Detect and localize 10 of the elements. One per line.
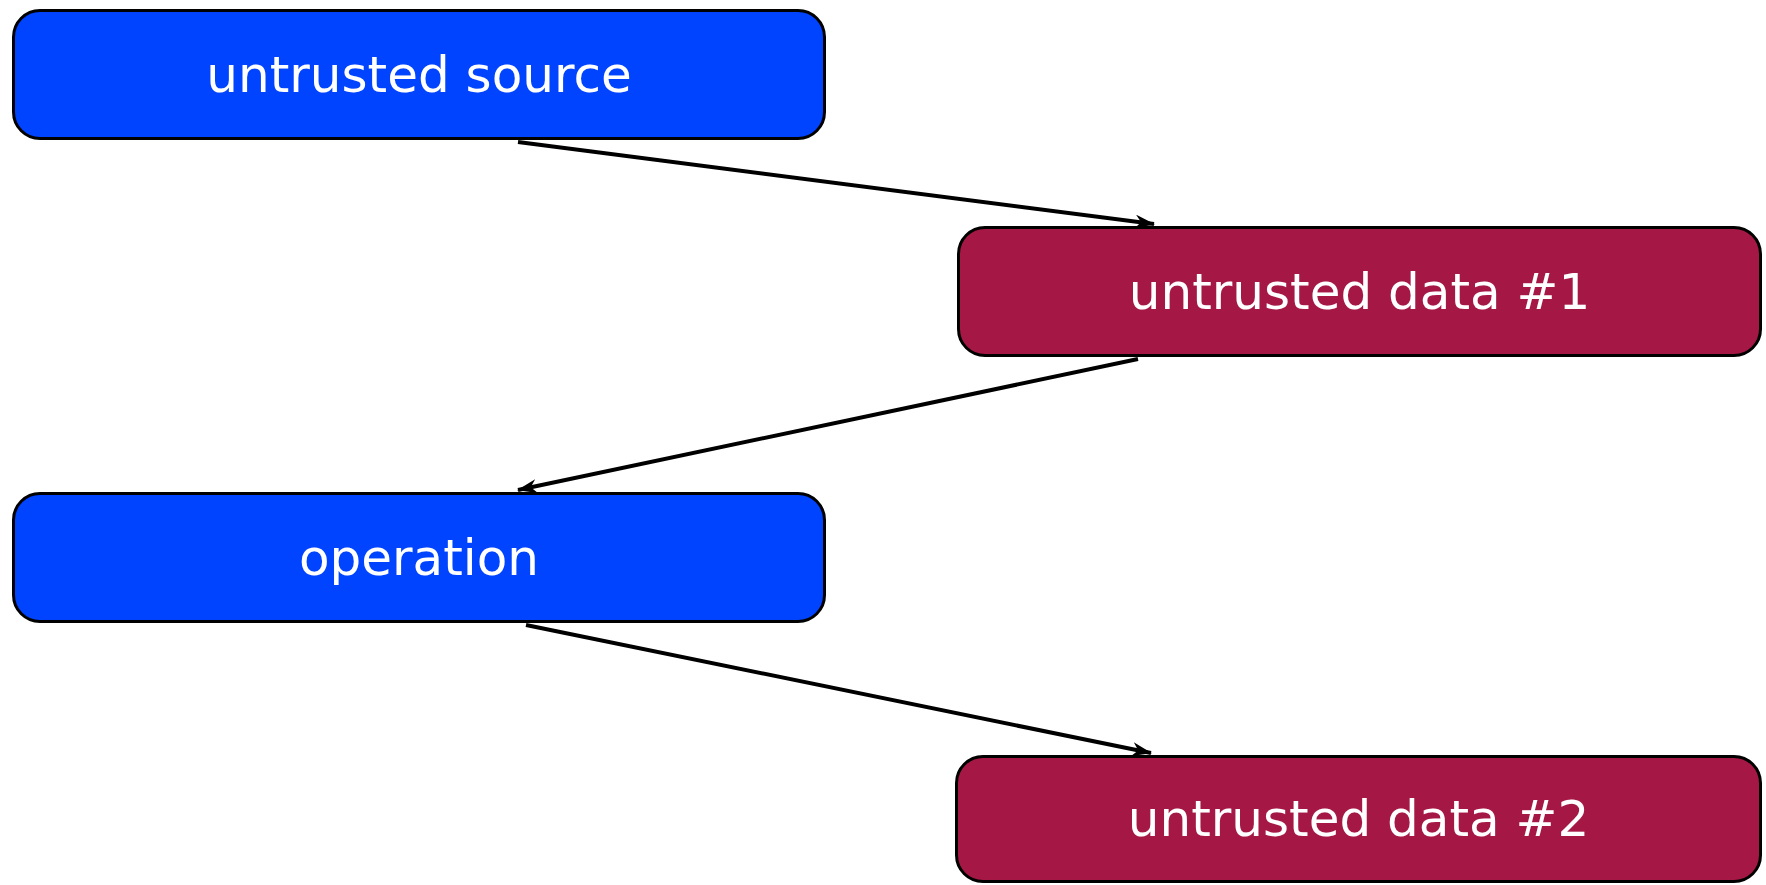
node-label: untrusted data #1 <box>1128 266 1591 317</box>
process-box <box>12 492 826 623</box>
process-box <box>12 9 826 140</box>
node-label: operation <box>298 532 540 583</box>
process-box <box>955 755 1762 883</box>
node-label: untrusted source <box>206 49 632 100</box>
process-box <box>957 226 1762 357</box>
arrow <box>525 623 1152 757</box>
arrow <box>517 357 1139 493</box>
node-label: untrusted data #2 <box>1127 794 1590 844</box>
